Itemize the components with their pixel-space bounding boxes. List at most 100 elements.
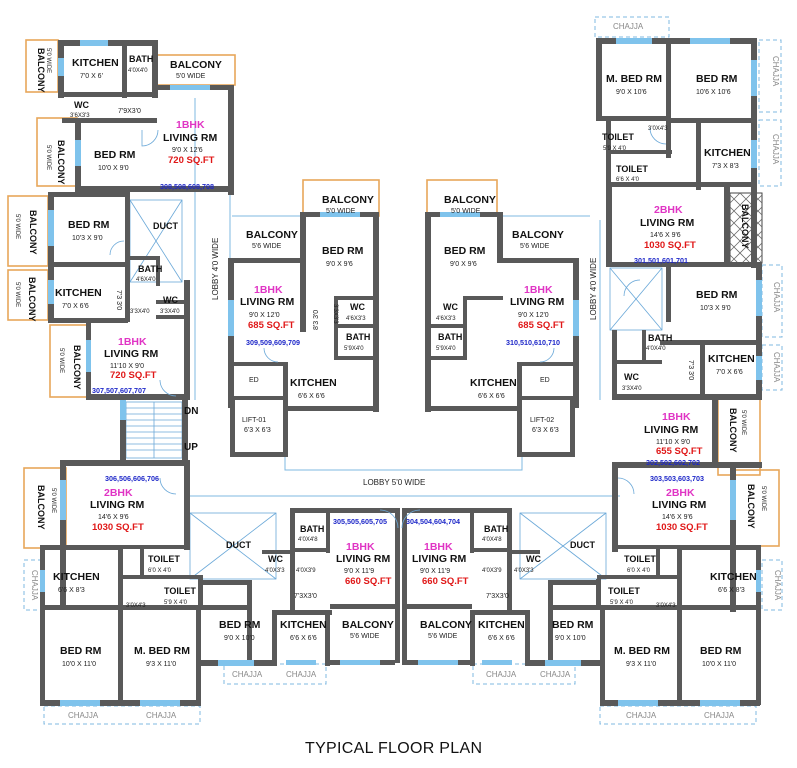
bcl-v-dim: 4'0X3'9 xyxy=(296,568,316,574)
tl-bed-label: BED RM xyxy=(94,149,136,161)
bl-toilet-label: TOILET xyxy=(148,554,180,564)
mr-bath-dim: 4'0X4'0 xyxy=(646,346,666,352)
mr-bed-dim: 10'3 X 9'0 xyxy=(700,305,731,312)
bl-balcony-width: 5'0 WIDE xyxy=(50,488,56,513)
cr-balcony-label: BALCONY xyxy=(444,194,496,206)
bcl-area: 660 SQ.FT xyxy=(345,576,392,587)
cr-bath-dim: 5'9X4'0 xyxy=(436,346,456,352)
stair-dn: DN xyxy=(184,406,198,417)
br-toilet2-label: TOILET xyxy=(608,586,640,596)
tr-mbed-dim: 9'0 X 10'6 xyxy=(616,89,647,96)
ml-area: 720 SQ.FT xyxy=(110,370,157,381)
cl-bath-label: BATH xyxy=(346,332,370,342)
cl-wc-dim: 4'6X3'3 xyxy=(346,316,366,322)
tr-chajja-top: CHAJJA xyxy=(613,22,644,31)
ml-kitchen-label: KITCHEN xyxy=(55,287,102,299)
ml-balcony2-width: 5'0 WIDE xyxy=(14,282,20,307)
tr-flat-nos: 301,501,601,701 xyxy=(634,256,688,265)
bcl-chajja-1: CHAJJA xyxy=(232,670,263,679)
mr-bed-label: BED RM xyxy=(696,289,738,301)
bcr-kitchen-label: KITCHEN xyxy=(478,619,525,631)
tr-chajja-r1: CHAJJA xyxy=(771,56,780,87)
cl-lift-label: LIFT-01 xyxy=(242,417,266,424)
ml-balcony-label: BALCONY xyxy=(28,210,38,255)
lobby-right-label: LOBBY 4'0 WIDE xyxy=(589,258,598,320)
ml-wc-dim: 3'3X4'0 xyxy=(160,309,180,315)
cl-living-label: LIVING RM xyxy=(240,296,295,308)
bl-living-dim: 14'6 X 9'6 xyxy=(98,514,129,521)
tl-wc-label: WC xyxy=(74,100,89,110)
br-kitchen-dim: 6'6 X 8'3 xyxy=(718,587,745,594)
bcr-bed-label: BED RM xyxy=(552,619,594,631)
br-living-dim: 14'6 X 9'6 xyxy=(662,514,693,521)
bcl-kitchen-dim: 6'6 X 6'6 xyxy=(290,635,317,642)
tl-bath-dim: 4'0X4'0 xyxy=(128,68,148,74)
bcr-living-dim: 9'0 X 11'9 xyxy=(420,568,450,575)
room-labels: BALCONY 5'0 WIDE KITCHEN 7'0 X 6' BATH 4… xyxy=(14,22,782,720)
bcl-bath-dim: 4'0X4'8 xyxy=(298,537,318,543)
bcr-flat-nos: 304,504,604,704 xyxy=(406,517,460,526)
cr-area: 685 SQ.FT xyxy=(518,320,565,331)
br-toilet-label: TOILET xyxy=(624,554,656,564)
mr-area: 655 SQ.FT xyxy=(656,446,703,457)
br-toilet-dim: 6'0 X 4'0 xyxy=(627,568,651,574)
tl-balcony3-label: BALCONY xyxy=(56,140,66,185)
ml-balcony3-width: 5'0 WIDE xyxy=(58,348,64,373)
bl-bed-label: BED RM xyxy=(60,645,102,657)
bcr-wc-dim: 4'0X3'3 xyxy=(514,568,534,574)
br-mbed-dim: 9'3 X 11'0 xyxy=(626,661,656,668)
mr-chajja-2: CHAJJA xyxy=(772,352,781,383)
br-v-dim: 3'0X4'3 xyxy=(656,603,676,609)
bcl-wc-label: WC xyxy=(268,554,283,564)
br-balcony-width: 5'0 WIDE xyxy=(760,486,766,511)
tl-living-label: LIVING RM xyxy=(163,132,218,144)
tr-bed-label: BED RM xyxy=(696,73,738,85)
tr-living-label: LIVING RM xyxy=(640,217,695,229)
bcl-pass-dim: 7'3X3'0 xyxy=(294,593,317,600)
tl-balcony2-label: BALCONY xyxy=(170,59,222,71)
bl-mbed-dim: 9'3 X 11'0 xyxy=(146,661,176,668)
cr-bath-label: BATH xyxy=(438,332,462,342)
br-area: 1030 SQ.FT xyxy=(656,522,708,533)
cl-bed-dim: 9'0 X 9'6 xyxy=(326,261,353,268)
staircase xyxy=(125,401,183,459)
bcr-chajja-1: CHAJJA xyxy=(486,670,517,679)
tr-bhk: 2BHK xyxy=(654,204,683,216)
ml-living-dim: 11'10 X 9'0 xyxy=(110,363,144,370)
mr-bath-label: BATH xyxy=(648,333,672,343)
ml-living-label: LIVING RM xyxy=(104,348,159,360)
ml-wc-dim-b: 3'3X4'0 xyxy=(130,309,150,315)
windows xyxy=(40,38,762,706)
cr-flat-nos: 310,510,610,710 xyxy=(506,338,560,347)
br-chajja-1: CHAJJA xyxy=(626,711,657,720)
cl-ed-label: ED xyxy=(249,377,259,384)
cl-balcony2-width: 5'6 WIDE xyxy=(252,243,282,250)
br-bed-dim: 10'0 X 11'0 xyxy=(702,661,736,668)
cr-balcony2-label: BALCONY xyxy=(512,229,564,241)
cr-kitchen-dim: 6'6 X 6'6 xyxy=(478,393,505,400)
bcl-balcony-width: 5'6 WIDE xyxy=(350,633,380,640)
bcl-living-label: LIVING RM xyxy=(336,553,391,565)
tr-chajja-r2: CHAJJA xyxy=(771,134,780,165)
bl-area: 1030 SQ.FT xyxy=(92,522,144,533)
tr-kitchen-label: KITCHEN xyxy=(704,147,751,159)
bl-toilet2-label: TOILET xyxy=(164,586,196,596)
bcr-bed-dim: 9'0 X 10'0 xyxy=(555,635,586,642)
tl-flat-nos: 308,508,608,708 xyxy=(160,182,214,191)
cl-bhk: 1BHK xyxy=(254,284,283,296)
br-chajja-side: CHAJJA xyxy=(773,570,782,601)
tl-living-dim: 9'0 X 12'6 xyxy=(172,147,203,154)
ml-kitchen-dim: 7'0 X 6'6 xyxy=(62,303,89,310)
br-flat-nos: 303,503,603,703 xyxy=(650,474,704,483)
bcl-balcony-label: BALCONY xyxy=(342,619,394,631)
bl-bhk: 2BHK xyxy=(104,487,133,499)
bl-chajja-1: CHAJJA xyxy=(68,711,99,720)
tl-kitchen-label: KITCHEN xyxy=(72,57,119,69)
bcr-bhk: 1BHK xyxy=(424,541,453,553)
mr-pass-dim: 7'3 3'0 xyxy=(687,360,694,380)
br-mbed-label: M. BED RM xyxy=(614,645,670,657)
cl-balcony-label: BALCONY xyxy=(322,194,374,206)
cr-bed-label: BED RM xyxy=(444,245,486,257)
ml-bath-label: BATH xyxy=(138,264,162,274)
